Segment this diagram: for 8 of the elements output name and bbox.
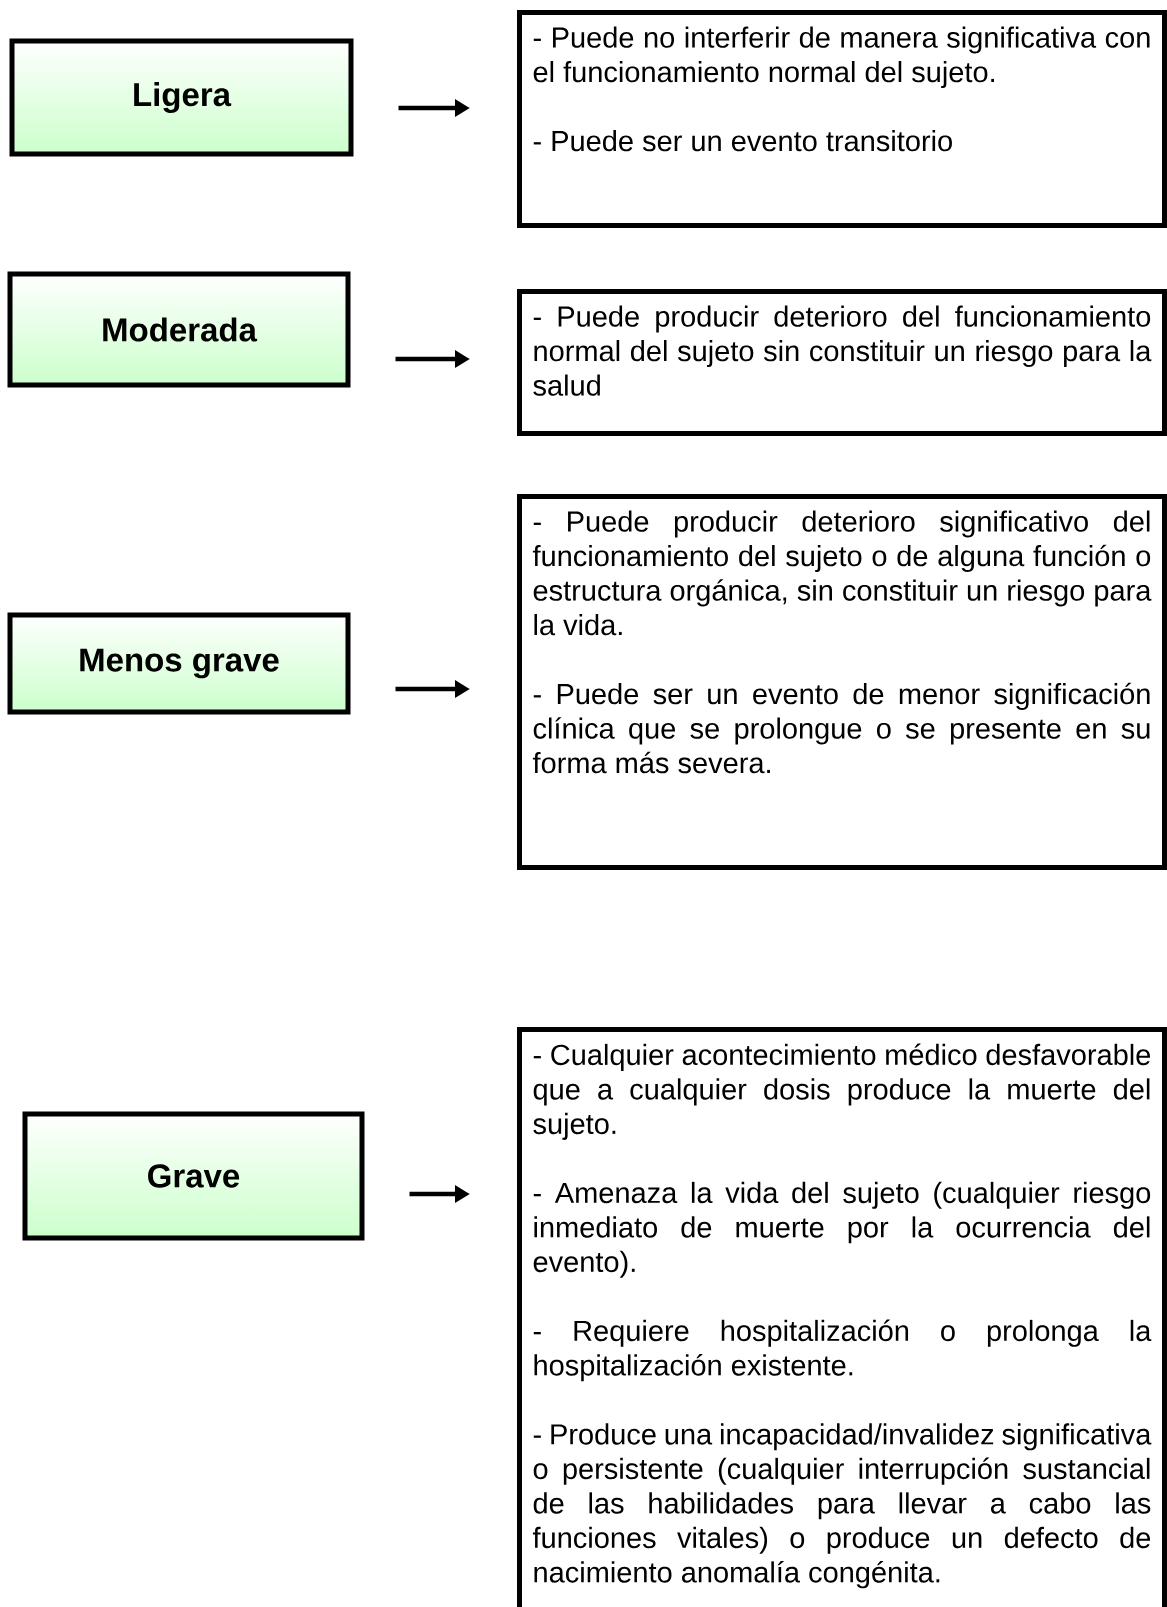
description-box: - Puede no interferir de manera significativa con el funcionamiento normal del sujeto. - Puede ser un evento transitorio: [517, 10, 1167, 228]
category-box: Menos grave: [7, 612, 351, 715]
category-box: Moderada: [7, 271, 351, 388]
category-box: Grave: [22, 1111, 365, 1241]
description-box: - Puede producir deterioro del funcionamiento normal del sujeto sin constituir un riesgo para la salud: [517, 289, 1167, 436]
description-box: - Puede producir deterioro significativo del funcionamiento del sujeto o de alguna función o estructura orgánica, sin constituir un riesgo para la vida. - Puede ser un evento de menor significación clínica que se prolongue o se presente en su forma más severa.: [517, 494, 1167, 870]
category-box: Ligera: [9, 38, 354, 157]
description-box: - Cualquier acontecimiento médico desfavorable que a cualquier dosis produce la muerte del sujeto. - Amenaza la vida del sujeto (cualquier riesgo inmediato de muerte por la ocurrencia del evento). - Requiere hospitalización o prolonga la hospitalización existente. - Produce una incapacidad/invalidez significativa o persistente (cualquier interrupción sustancial de las habilidades para llevar a cabo las funciones vitales) o produce un defecto de nacimiento anomalía congénita.: [517, 1027, 1167, 1607]
